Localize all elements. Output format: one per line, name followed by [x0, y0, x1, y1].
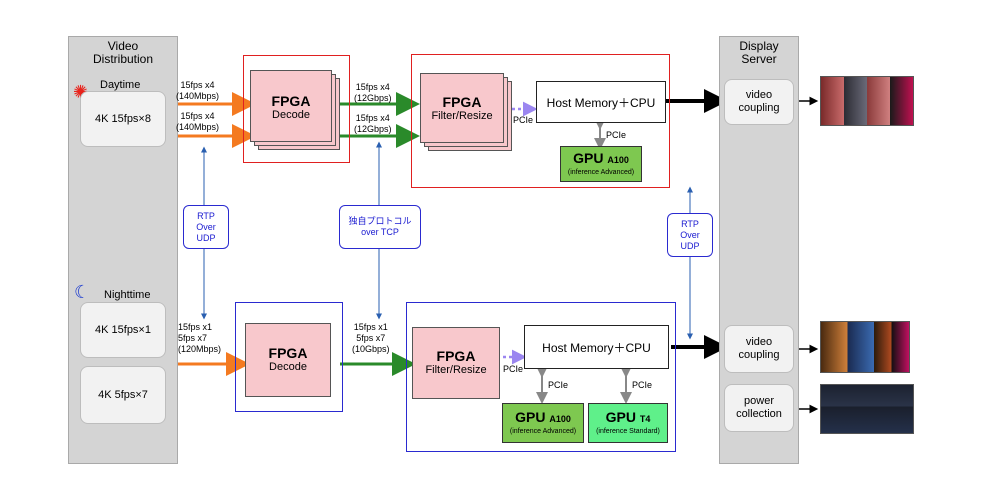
day-filter-sub: Filter/Resize	[431, 110, 493, 122]
day-gpu-name: GPU	[573, 150, 604, 166]
display-server-title: Display Server	[739, 39, 779, 66]
night-mid-label: 15fps x1 5fps x7 (10Gbps)	[352, 322, 390, 354]
day-decode-frame	[243, 55, 350, 163]
night-filter-sub: Filter/Resize	[425, 364, 487, 376]
night-gpu1-note: (inference Advanced)	[509, 428, 577, 435]
night-decode-sub: Decode	[269, 361, 307, 373]
day-gpu-note: (inference Advanced)	[567, 169, 635, 176]
day-pcie-label-2: PCIe	[606, 130, 627, 140]
nighttime-source-box-2[interactable]: 4K 5fps×7	[80, 366, 166, 424]
night-filter-title: FPGA	[436, 348, 476, 364]
rtp-left-box: RTP Over UDP	[183, 205, 229, 249]
night-host-box[interactable]: Host Memory＋CPU	[524, 325, 669, 369]
night-processing-frame	[406, 302, 676, 452]
day-mid-label-top: 15fps x4 (12Gbps)	[354, 82, 392, 103]
proprietary-protocol-box: 独自プロトコル over TCP	[339, 205, 421, 249]
rtp-right-box: RTP Over UDP	[667, 213, 713, 257]
nighttime-source-box-1[interactable]: 4K 15fps×1	[80, 302, 166, 358]
day-gpu-box[interactable]: GPU A100 (inference Advanced)	[560, 146, 642, 182]
night-gpu2-note: (inference Standard)	[596, 428, 660, 435]
night-filter-card[interactable]: FPGA Filter/Resize	[412, 327, 500, 399]
day-decode-sub: Decode	[272, 109, 310, 121]
night-pcie-label-2: PCIe	[548, 380, 569, 390]
day-host-box[interactable]: Host Memory＋CPU	[536, 81, 666, 123]
night-gpu1-name: GPU	[515, 409, 546, 425]
daytime-source-box[interactable]: 4K 15fps×8	[80, 91, 166, 147]
night-gpu2-name: GPU	[605, 409, 636, 425]
day-filter-card[interactable]: FPGA Filter/Resize	[420, 73, 504, 143]
night-gpu-t4-box[interactable]: GPU T4 (inference Standard)	[588, 403, 668, 443]
day-decode-title: FPGA	[271, 93, 311, 109]
day-output-thumbnail	[820, 76, 914, 126]
night-gpu1-model: A100	[549, 414, 571, 424]
night-decode-card[interactable]: FPGA Decode	[245, 323, 331, 397]
night-gpu-a100-box[interactable]: GPU A100 (inference Advanced)	[502, 403, 584, 443]
moon-icon: ☾	[74, 282, 91, 302]
power-collection-box[interactable]: power collection	[724, 384, 794, 432]
day-processing-frame	[411, 54, 670, 188]
day-in-label-bottom: 15fps x4 (140Mbps)	[176, 111, 220, 132]
video-coupling-day-box[interactable]: video coupling	[724, 79, 794, 125]
day-in-label-top: 15fps x4 (140Mbps)	[176, 80, 220, 101]
night-decode-frame	[235, 302, 343, 412]
night-decode-title: FPGA	[268, 345, 308, 361]
day-pcie-label-1: PCIe	[513, 115, 534, 125]
day-filter-title: FPGA	[442, 94, 482, 110]
day-gpu-model: A100	[607, 155, 629, 165]
day-mid-label-bottom: 15fps x4 (12Gbps)	[354, 113, 392, 134]
night-pcie-label-1: PCIe	[503, 364, 524, 374]
video-distribution-title: Video Distribution	[92, 39, 154, 66]
daytime-label: Daytime	[100, 79, 141, 91]
video-coupling-night-box[interactable]: video coupling	[724, 325, 794, 373]
nighttime-label: Nighttime	[104, 289, 151, 301]
night-output-thumbnail	[820, 321, 910, 373]
night-gpu2-model: T4	[639, 414, 651, 424]
night-pcie-label-3: PCIe	[632, 380, 653, 390]
power-output-thumbnail	[820, 384, 914, 434]
day-decode-card[interactable]: FPGA Decode	[250, 70, 332, 142]
night-in-label: 15fps x1 5fps x7 (120Mbps)	[178, 322, 222, 354]
